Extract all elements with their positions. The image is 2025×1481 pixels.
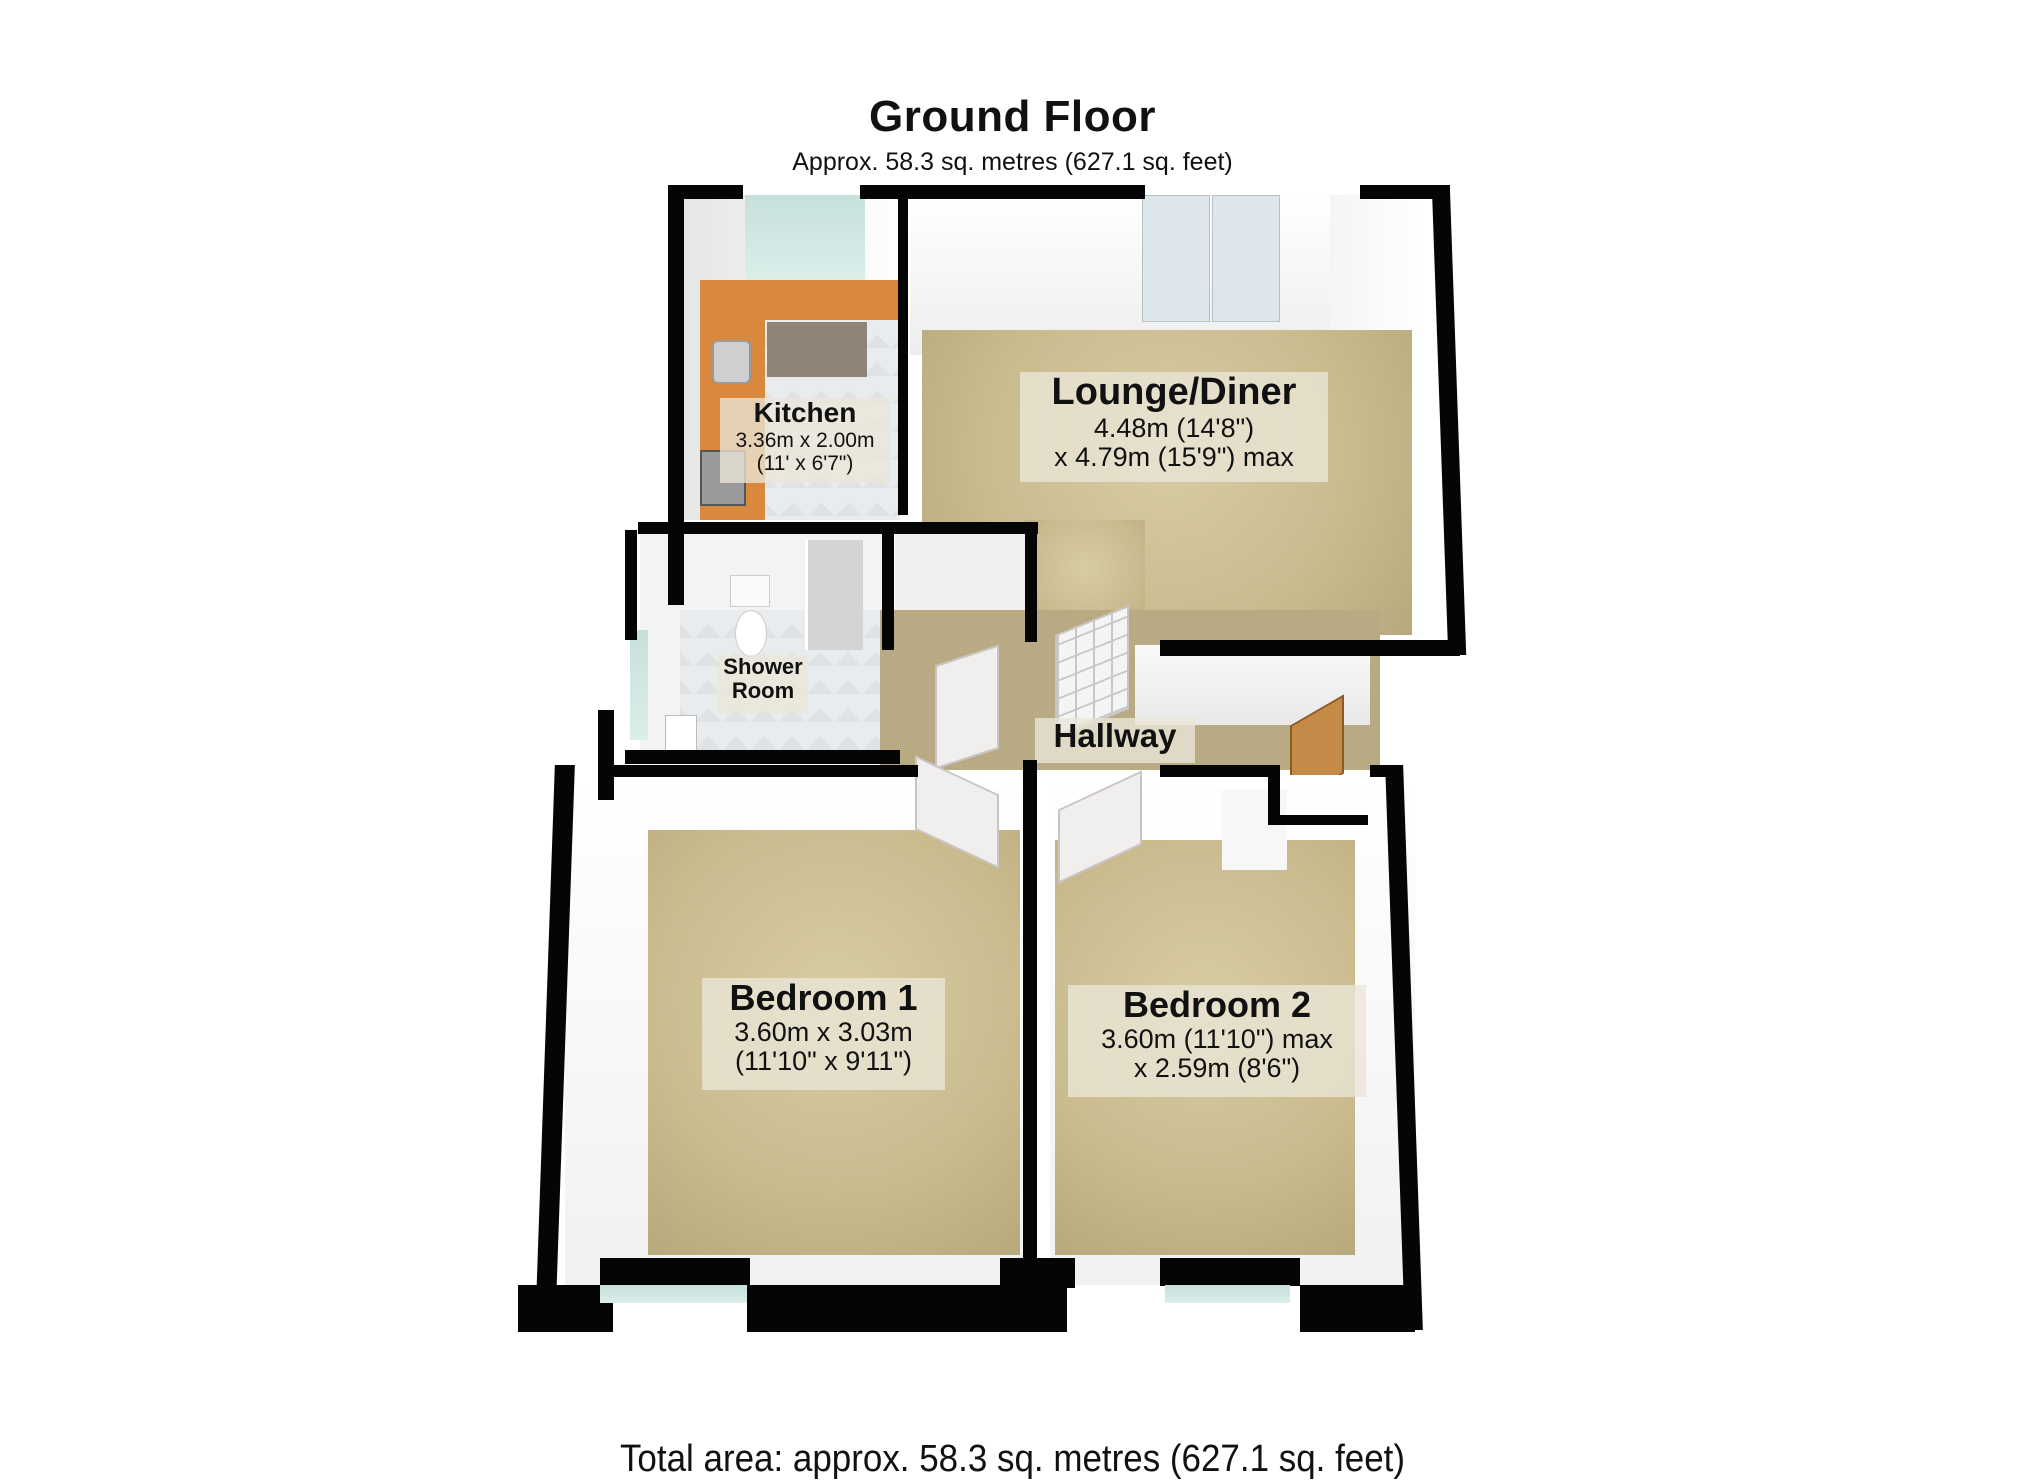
lounge-diner-name: Lounge/Diner <box>1051 371 1297 413</box>
bedroom-2-label: Bedroom 2 3.60m (11'10") max x 2.59m (8'… <box>1068 985 1366 1097</box>
total-area: Total area: approx. 58.3 sq. metres (627… <box>619 1438 1406 1480</box>
sink-icon <box>712 340 751 384</box>
shower-room-label: Shower Room <box>718 654 808 713</box>
bedroom-2-dims-1: 3.60m (11'10") max <box>1101 1023 1333 1054</box>
bedroom-2-dims-2: x 2.59m (8'6") <box>1133 1053 1301 1084</box>
kitchen-label: Kitchen 3.36m x 2.00m (11' x 6'7") <box>720 397 890 483</box>
shower-room-name-line1: Shower <box>723 654 803 679</box>
kitchen-window <box>745 195 865 280</box>
bedroom-1-label: Bedroom 1 3.60m x 3.03m (11'10" x 9'11") <box>702 978 945 1090</box>
kitchen-dims-imperial: (11' x 6'7") <box>756 451 854 475</box>
toilet-icon <box>730 575 770 607</box>
lounge-diner-label: Lounge/Diner 4.48m (14'8") x 4.79m (15'9… <box>1020 371 1328 482</box>
shower-enclosure <box>805 540 863 650</box>
lounge-diner-dims-2: x 4.79m (15'9") max <box>1054 442 1294 473</box>
hallway-name: Hallway <box>1053 717 1177 754</box>
toilet-bowl-icon <box>735 610 767 657</box>
shower-room-name-line2: Room <box>731 678 795 704</box>
lounge-patio-door-left <box>1142 195 1210 322</box>
bedroom-1-dims-metric: 3.60m x 3.03m <box>734 1016 913 1047</box>
lounge-diner-dims-1: 4.48m (14'8") <box>1093 412 1255 443</box>
kitchen-dims-metric: 3.36m x 2.00m <box>735 428 875 452</box>
shower-room-window <box>630 630 648 740</box>
lounge-patio-door-right <box>1212 195 1280 322</box>
bedroom-2-name: Bedroom 2 <box>1122 984 1312 1025</box>
bedroom-1-name: Bedroom 1 <box>729 977 918 1018</box>
cupboard-door[interactable] <box>935 644 999 770</box>
bedroom-1-dims-imperial: (11'10" x 9'11") <box>734 1046 913 1077</box>
floor-area-subtitle: Approx. 58.3 sq. metres (627.1 sq. feet) <box>792 148 1233 176</box>
floor-title: Ground Floor <box>868 92 1157 141</box>
kitchen-name: Kitchen <box>753 397 857 428</box>
hallway-label: Hallway <box>1035 717 1195 763</box>
bedroom-1-window <box>600 1285 750 1303</box>
bedroom-2-window <box>1165 1285 1290 1303</box>
